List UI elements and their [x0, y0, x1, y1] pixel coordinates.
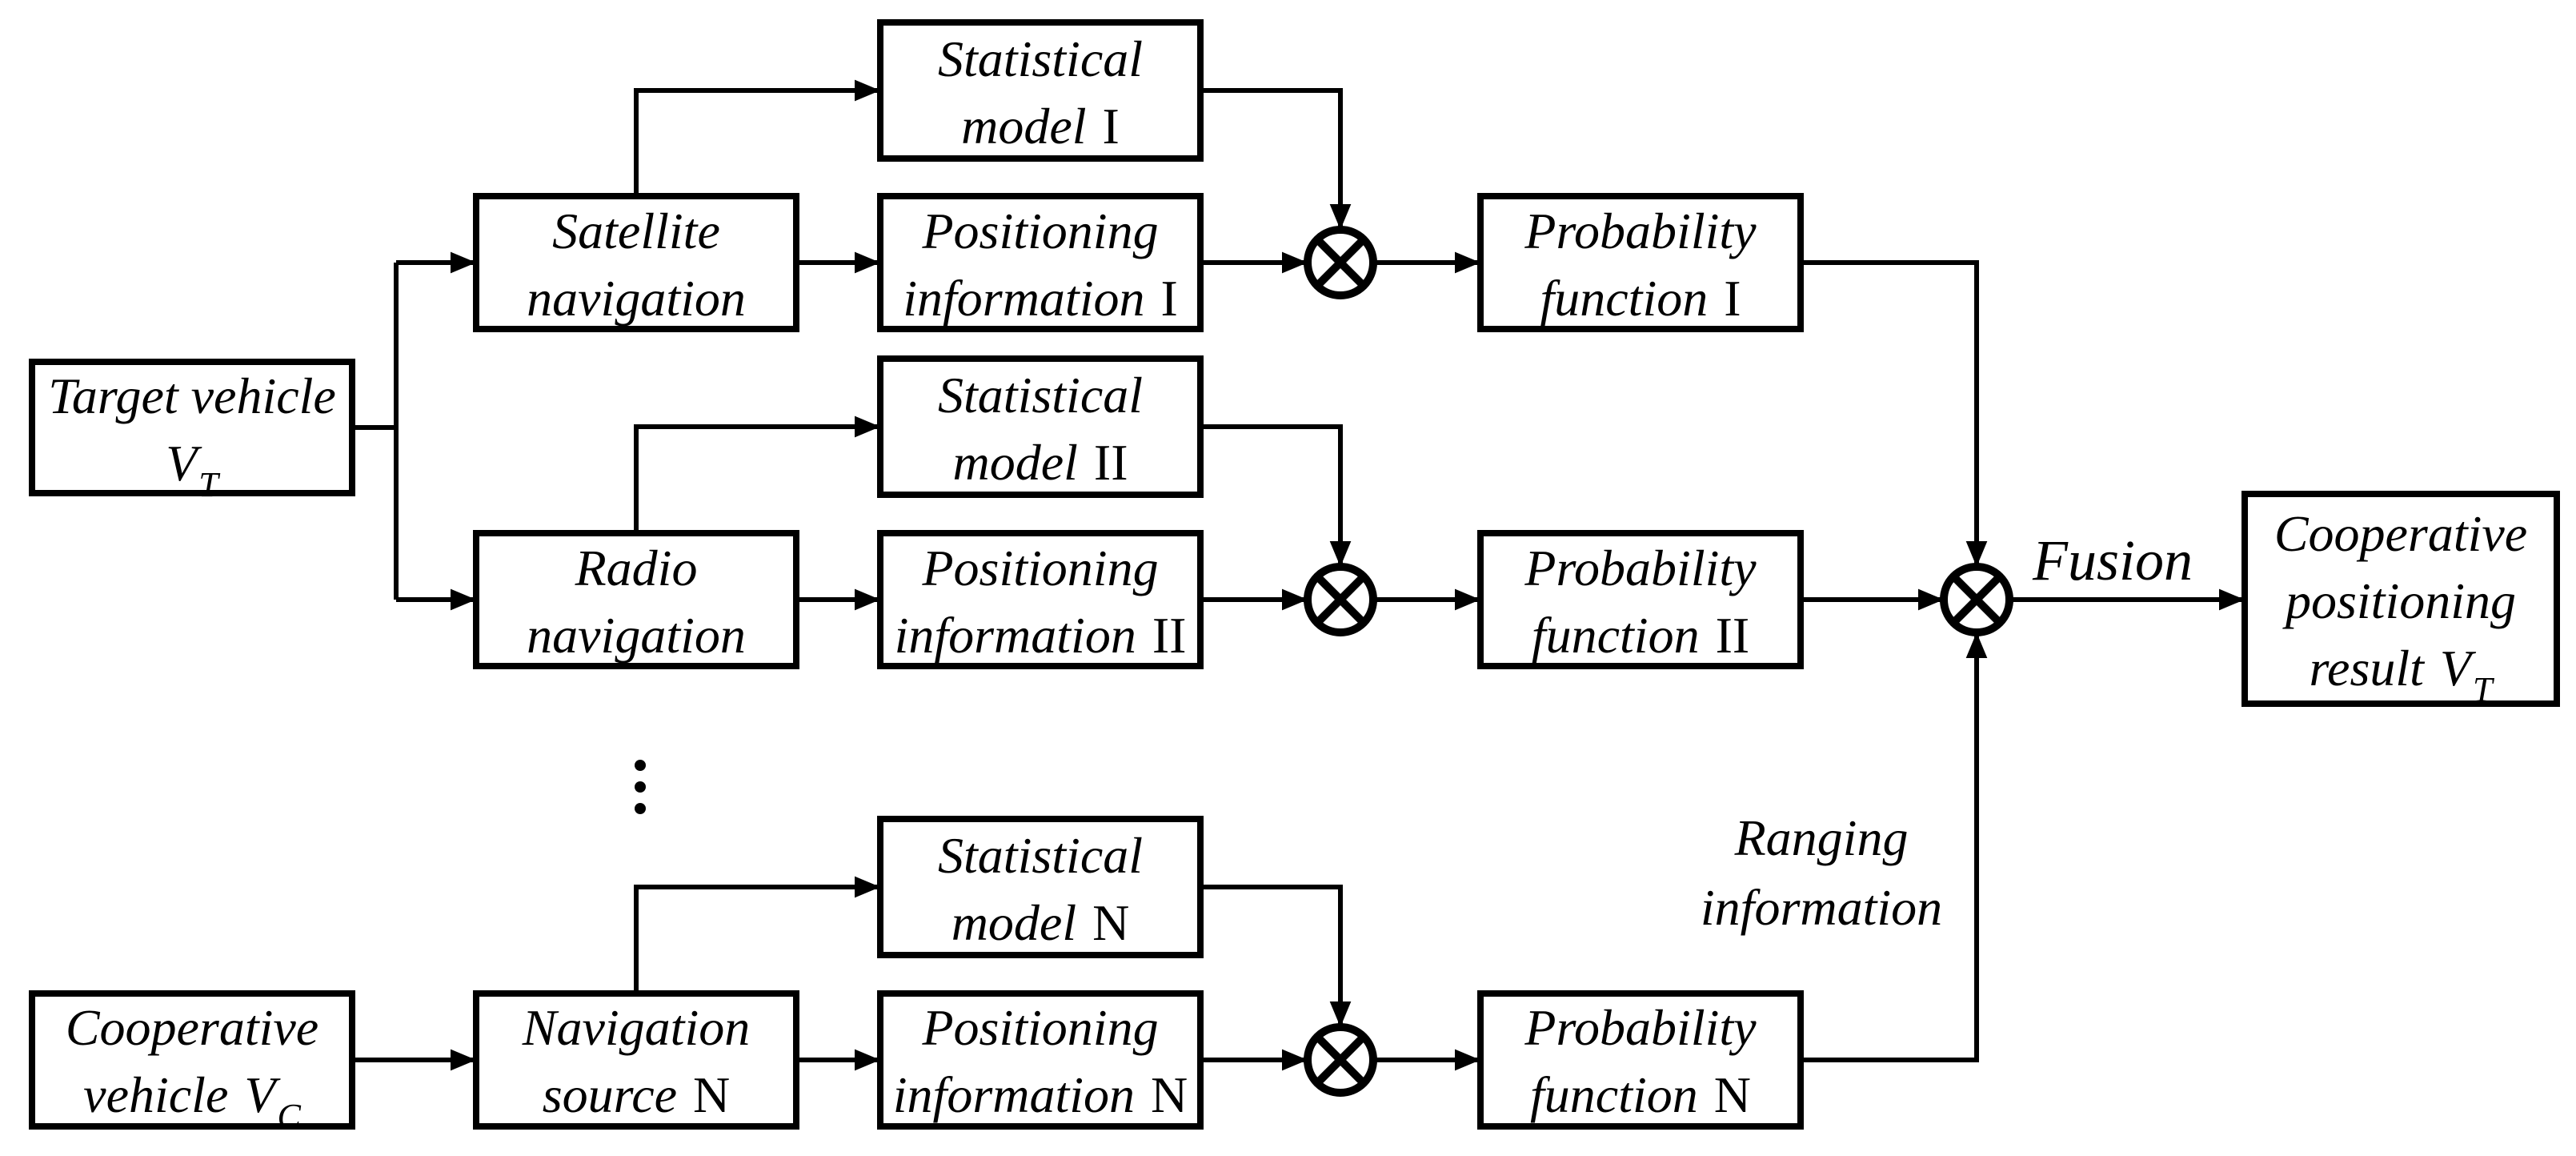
- multiply-icon-fusion: [1940, 563, 2013, 636]
- positioning-information-2-label-line1: Positioning: [921, 540, 1158, 596]
- connector-radio-to-statistical-2: [634, 415, 880, 533]
- target-vehicle-label-line2: VT: [166, 435, 221, 504]
- statistical-model-1-box: [877, 19, 1204, 162]
- target-vehicle-label-line1: Target vehicle: [48, 367, 336, 424]
- positioning-information-1-box: [877, 193, 1204, 332]
- multiply-icon-2: [1304, 563, 1377, 636]
- radio-navigation-label-line2: navigation: [527, 607, 746, 664]
- statistical-model-n-box: [877, 816, 1204, 958]
- positioning-information-n-box: [877, 990, 1204, 1130]
- connectors: [352, 79, 2245, 1071]
- statistical-model-n-label-line1: Statistical: [938, 827, 1143, 884]
- result-label-line1: Cooperative: [2274, 505, 2527, 562]
- connector-probability-n-to-fusion-node: [1801, 632, 1988, 1062]
- multiply-icon-n: [1304, 1023, 1377, 1097]
- probability-function-1-box: [1477, 193, 1804, 332]
- cooperative-positioning-result-box: [2241, 491, 2560, 707]
- positioning-information-2-box: [877, 530, 1204, 669]
- probability-function-1-label-line1: Probability: [1524, 203, 1757, 259]
- radio-navigation-label-line1: Radio: [575, 540, 698, 596]
- probability-function-2-label-line1: Probability: [1524, 540, 1757, 596]
- connector-statistical-1-to-multiply-1: [1200, 88, 1352, 230]
- cooperative-vehicle-label-line1: Cooperative: [66, 999, 318, 1056]
- target-vehicle-box: [29, 359, 355, 496]
- connector-statistical-n-to-multiply-n: [1200, 885, 1352, 1027]
- statistical-model-1-label-line1: Statistical: [938, 30, 1143, 87]
- satellite-navigation-label-line2: navigation: [527, 270, 746, 327]
- cooperative-vehicle-box: [29, 990, 355, 1130]
- satellite-navigation-label-line1: Satellite: [552, 203, 720, 259]
- probability-function-n-label-line1: Probability: [1524, 999, 1757, 1056]
- connector-statistical-2-to-multiply-2: [1200, 424, 1352, 567]
- navigation-source-n-label-line1: Navigation: [522, 999, 750, 1056]
- navigation-source-n-box: [473, 990, 799, 1130]
- connector-probability-1-to-fusion-node: [1801, 260, 1988, 567]
- radio-navigation-box: [473, 530, 799, 669]
- statistical-model-2-label-line1: Statistical: [938, 367, 1143, 423]
- satellite-navigation-box: [473, 193, 799, 332]
- positioning-information-n-label-line1: Positioning: [921, 999, 1158, 1056]
- probability-function-2-box: [1477, 530, 1804, 669]
- statistical-model-2-box: [877, 355, 1204, 498]
- vertical-ellipsis-icon: [635, 760, 646, 814]
- ranging-information-label-line1: Ranging: [1734, 809, 1909, 866]
- ranging-information-label-line2: information: [1701, 879, 1942, 936]
- fusion-label: Fusion: [2032, 528, 2193, 592]
- connector-satellite-to-statistical-1: [634, 79, 880, 196]
- multiply-icon-1: [1304, 226, 1377, 299]
- connector-navigation-source-to-statistical-n: [634, 876, 880, 993]
- positioning-information-1-label-line1: Positioning: [921, 203, 1158, 259]
- probability-function-n-box: [1477, 990, 1804, 1130]
- result-label-line2: positioning: [2282, 572, 2516, 629]
